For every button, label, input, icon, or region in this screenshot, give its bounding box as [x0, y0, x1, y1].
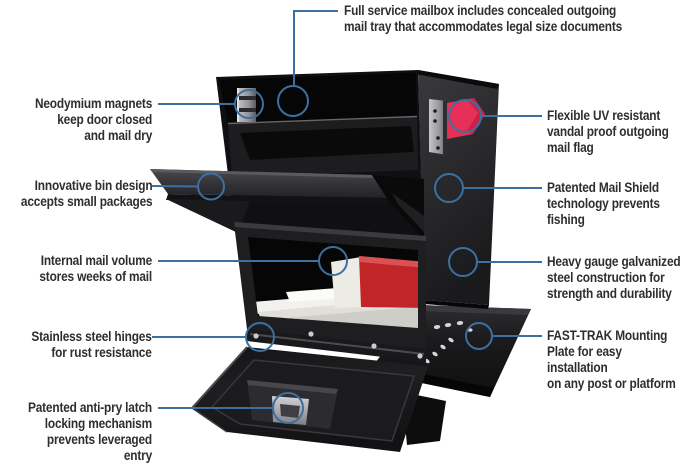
callout-circles — [197, 85, 493, 424]
mail-shield — [372, 175, 424, 240]
callout-label-magnets: Neodymium magnets keep door closed and m… — [34, 96, 152, 143]
callout-circle-steel — [448, 247, 478, 277]
callout-label-bin: Innovative bin design accepts small pack… — [20, 178, 152, 209]
flag-bracket — [429, 99, 447, 155]
callout-label-steel: Heavy gauge galvanized steel constructio… — [547, 254, 681, 301]
open-door — [191, 346, 428, 452]
callout-circle-bin — [197, 172, 225, 201]
hinge-strip — [247, 329, 426, 362]
callout-circle-full-service — [277, 85, 309, 117]
leader-line-bin — [151, 185, 199, 188]
callout-label-shield: Patented Mail Shield technology prevents… — [547, 180, 660, 227]
callout-circle-mounting — [465, 322, 493, 350]
leader-lines — [151, 10, 542, 409]
storage-compartment — [234, 222, 426, 352]
callout-circle-volume — [318, 246, 348, 276]
callout-circle-flag — [448, 99, 482, 133]
parcel-bin-lid — [150, 169, 424, 240]
callout-label-full-service: Full service mailbox includes concealed … — [344, 3, 623, 34]
red-parcel — [331, 256, 418, 308]
callout-label-latch: Patented anti-pry latch locking mechanis… — [27, 400, 152, 463]
outgoing-mail-tray — [219, 72, 418, 177]
callout-label-flag: Flexible UV resistant vandal proof outgo… — [547, 108, 669, 155]
callout-circle-magnets — [234, 89, 264, 119]
callout-label-hinges: Stainless steel hinges for rust resistan… — [31, 329, 152, 360]
callout-label-volume: Internal mail volume stores weeks of mai… — [39, 253, 152, 284]
callout-circle-shield — [434, 173, 464, 203]
mailbox-body — [150, 70, 531, 452]
callout-circle-hinges — [245, 322, 275, 352]
callout-label-mounting: FAST-TRAK Mounting Plate for easy instal… — [547, 328, 676, 391]
leader-line-full-service — [293, 10, 338, 86]
callout-circle-latch — [272, 392, 304, 424]
anti-pry-latch — [247, 380, 338, 429]
